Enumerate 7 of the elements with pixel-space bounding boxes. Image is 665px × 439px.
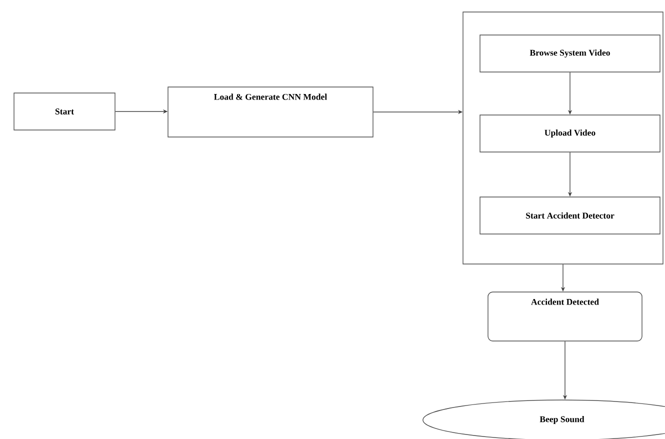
process-box: Load & Generate CNN Model	[168, 86, 374, 138]
process-box: Browse System Video	[480, 34, 660, 72]
process-box: Upload Video	[480, 114, 660, 152]
process-box: Start	[14, 92, 116, 130]
container-box	[462, 12, 664, 264]
rounded-box: Accident Detected	[488, 292, 642, 342]
process-box: Start Accident Detector	[480, 196, 660, 234]
